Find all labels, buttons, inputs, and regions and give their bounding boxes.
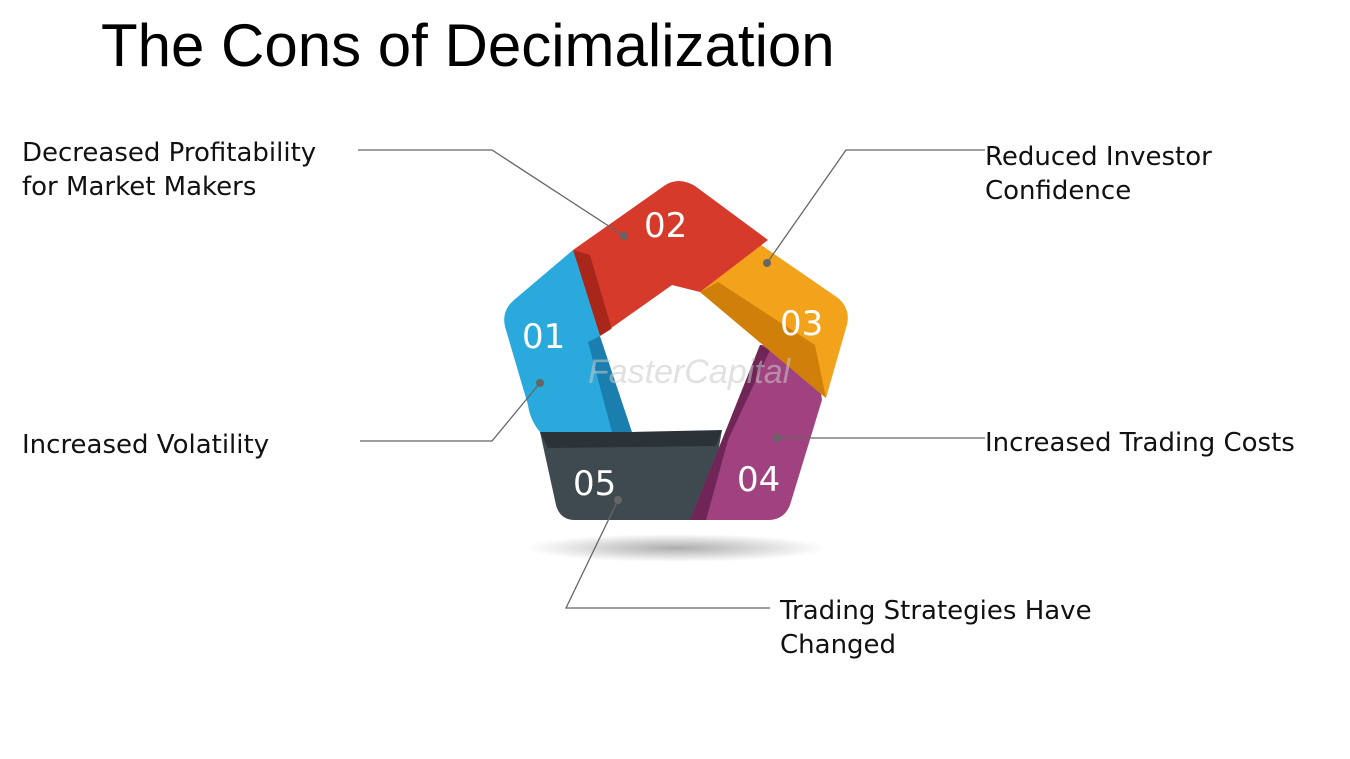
label-increased-trading-costs: Increased Trading Costs bbox=[985, 426, 1315, 460]
segment-number-04: 04 bbox=[737, 460, 780, 500]
center-hole bbox=[600, 290, 742, 432]
connector-dot-01 bbox=[536, 379, 544, 387]
segment-01-side-face bbox=[588, 336, 632, 432]
segment-02 bbox=[573, 181, 768, 336]
label-line: Trading Strategies Have bbox=[780, 596, 1092, 626]
connector-dot-02 bbox=[620, 232, 628, 240]
connector-line-05 bbox=[564, 499, 770, 609]
label-line: Confidence bbox=[985, 176, 1132, 206]
segment-02-side-face bbox=[573, 250, 612, 336]
label-line: Changed bbox=[780, 630, 897, 660]
segment-number-05: 05 bbox=[573, 464, 616, 504]
label-trading-strategies-changed: Trading Strategies Have Changed bbox=[780, 594, 1140, 662]
label-reduced-investor-confidence: Reduced Investor Confidence bbox=[985, 140, 1305, 208]
connector-dot-03 bbox=[763, 259, 771, 267]
connector-line-01 bbox=[360, 382, 541, 442]
label-line: Increased Volatility bbox=[22, 430, 270, 460]
segment-04-side-face bbox=[690, 345, 770, 520]
segment-05 bbox=[540, 430, 722, 520]
connector-line-03 bbox=[766, 149, 985, 264]
page-title: The Cons of Decimalization bbox=[101, 12, 835, 79]
label-line: for Market Makers bbox=[22, 172, 257, 202]
watermark-text: FasterCapital bbox=[588, 353, 792, 391]
connector-dot-04 bbox=[773, 434, 781, 442]
label-line: Reduced Investor bbox=[985, 142, 1212, 172]
segment-number-03: 03 bbox=[780, 304, 823, 344]
segment-04 bbox=[690, 345, 822, 520]
label-decreased-profitability: Decreased Profitability for Market Maker… bbox=[22, 136, 352, 204]
label-line: Increased Trading Costs bbox=[985, 428, 1295, 458]
segment-03-side-face bbox=[700, 282, 826, 398]
segment-number-01: 01 bbox=[522, 317, 565, 357]
label-line: Decreased Profitability bbox=[22, 138, 317, 168]
connector-dot-05 bbox=[614, 496, 622, 504]
segment-05-top-face bbox=[540, 430, 722, 448]
diagram-shadow bbox=[526, 534, 826, 562]
connector-line-02 bbox=[358, 149, 625, 237]
segment-number-02: 02 bbox=[644, 206, 687, 246]
label-increased-volatility: Increased Volatility bbox=[22, 428, 342, 462]
